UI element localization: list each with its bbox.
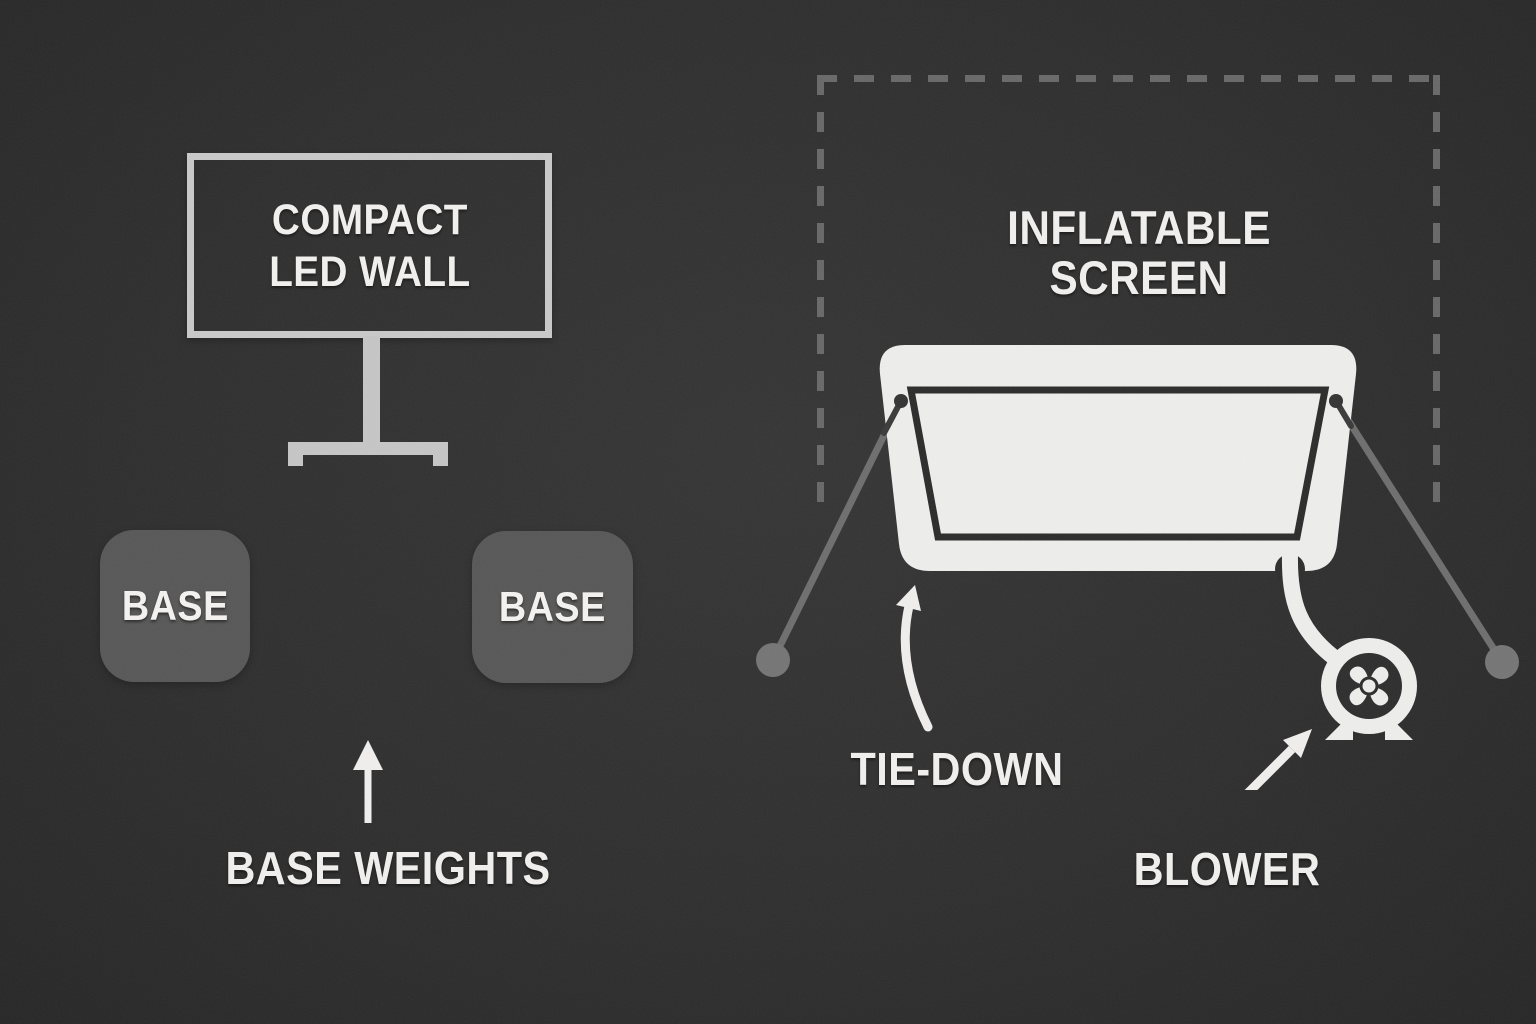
air-tube bbox=[1281, 546, 1348, 670]
rope-anchor-dot-right bbox=[1329, 394, 1343, 408]
inflatable-screen-graphic bbox=[756, 345, 1519, 790]
base-weights-label: BASE WEIGHTS bbox=[225, 842, 551, 894]
anchor-ball-right bbox=[1485, 645, 1519, 679]
curved-arrow-icon bbox=[896, 585, 933, 732]
tie-down-rope-left bbox=[769, 397, 905, 664]
base-weight-block-left: BASE bbox=[100, 530, 250, 682]
led-wall-stand-pole bbox=[363, 336, 380, 444]
anchor-ball-left bbox=[756, 643, 790, 677]
inflatable-screen-title: INFLATABLE SCREEN bbox=[959, 203, 1319, 303]
led-wall-label-line2: LED WALL bbox=[268, 247, 471, 296]
led-wall-stand-foot-left bbox=[288, 455, 303, 466]
tie-down-rope-right bbox=[1332, 397, 1506, 666]
inflatable-title-line2: SCREEN bbox=[1049, 251, 1229, 304]
tie-down-label: TIE-DOWN bbox=[850, 743, 1064, 795]
inflatable-title-line1: INFLATABLE bbox=[1007, 201, 1271, 254]
base-weight-block-right: BASE bbox=[472, 531, 633, 683]
base-label-left: BASE bbox=[121, 582, 229, 629]
up-arrow-icon bbox=[353, 740, 383, 823]
rope-anchor-dot-left bbox=[894, 394, 908, 408]
led-wall-label: COMPACT LED WALL bbox=[269, 194, 470, 298]
blower-label: BLOWER bbox=[1133, 843, 1321, 895]
diagonal-arrow-icon bbox=[1244, 729, 1312, 790]
led-wall-screen: COMPACT LED WALL bbox=[187, 153, 552, 338]
led-wall-stand-base bbox=[288, 442, 448, 455]
base-label-right: BASE bbox=[499, 583, 606, 630]
led-wall-stand-foot-right bbox=[433, 455, 448, 466]
led-wall-label-line1: COMPACT bbox=[271, 195, 468, 244]
